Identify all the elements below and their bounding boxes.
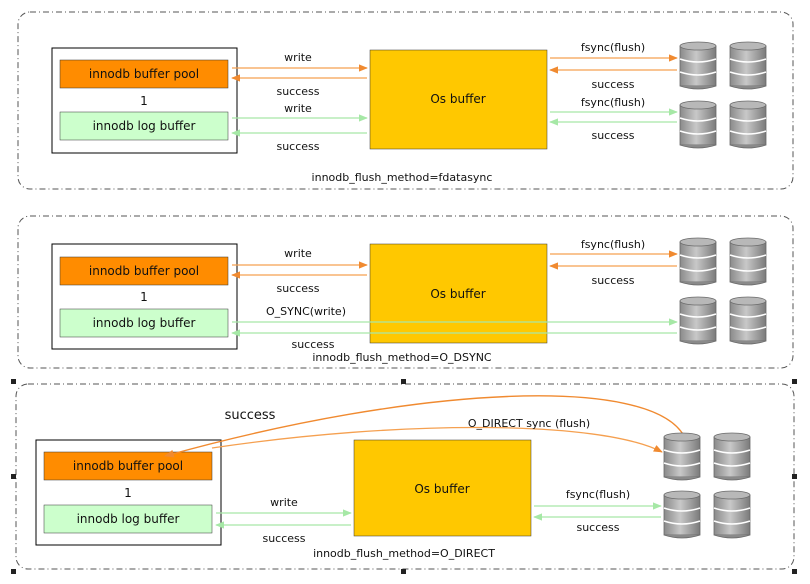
database-disk-icon (729, 41, 767, 90)
osync-write-label: O_SYNC(write) (266, 305, 346, 318)
buffer-pool-label: innodb buffer pool (73, 459, 183, 473)
os-buffer-label: Os buffer (430, 287, 485, 301)
log-buffer-box (59, 111, 229, 141)
buffer-pool-box (59, 59, 229, 89)
ratio-label: 1 (140, 290, 148, 304)
ratio-label: 1 (124, 486, 132, 500)
success-label: success (276, 282, 319, 295)
fsync-label: fsync(flush) (581, 41, 645, 54)
selection-handle (792, 474, 797, 479)
database-disk-icon (663, 490, 701, 539)
direct-sync-curve (211, 426, 663, 453)
database-disk-icon (679, 237, 717, 286)
panel-border (17, 215, 794, 369)
fsync-label: fsync(flush) (566, 488, 630, 501)
panel-border (17, 11, 794, 190)
database-disk-icon (713, 432, 751, 481)
disk-success-label: success (576, 521, 619, 534)
os-buffer-label: Os buffer (430, 92, 485, 106)
ratio-label: 1 (140, 94, 148, 108)
log-success-label: success (262, 532, 305, 545)
database-disk-icon (713, 490, 751, 539)
direct-sync-label: O_DIRECT sync (flush) (468, 417, 590, 430)
log-buffer-box (43, 504, 213, 534)
selection-handle (11, 379, 16, 384)
os-buffer-box (369, 49, 548, 150)
selection-handle (792, 569, 797, 574)
flush-method-label: innodb_flush_method=O_DSYNC (312, 351, 492, 364)
database-disk-icon (729, 296, 767, 345)
log-write-label: write (284, 102, 312, 115)
disk-success-label: success (591, 274, 634, 287)
database-disk-icon (679, 296, 717, 345)
log-buffer-label: innodb log buffer (93, 119, 196, 133)
write-label: write (284, 247, 312, 260)
selection-handle (401, 379, 406, 384)
selection-handle (401, 569, 406, 574)
selection-handle (11, 569, 16, 574)
database-disk-icon (729, 237, 767, 286)
success-label: success (276, 85, 319, 98)
log-buffer-label: innodb log buffer (77, 512, 180, 526)
disk-success-label-2: success (591, 129, 634, 142)
os-buffer-box (353, 439, 532, 537)
disk-success-label: success (591, 78, 634, 91)
flush-method-label: innodb_flush_method=fdatasync (312, 171, 493, 184)
osync-success-label: success (291, 338, 334, 351)
direct-success-label: success (225, 408, 276, 423)
log-write-label: write (270, 496, 298, 509)
fsync-label-2: fsync(flush) (581, 96, 645, 109)
buffer-pool-label: innodb buffer pool (89, 67, 199, 81)
os-buffer-box (369, 243, 548, 344)
buffer-pool-label: innodb buffer pool (89, 264, 199, 278)
panel-fdatasync: innodb buffer pool 1 innodb log buffer O… (17, 11, 794, 190)
panel-o-dsync: innodb buffer pool 1 innodb log buffer O… (17, 215, 794, 369)
buffer-pool-box (59, 256, 229, 286)
panel-o-direct: innodb buffer pool 1 innodb log buffer O… (11, 379, 797, 574)
log-buffer-box (59, 308, 229, 338)
database-disk-icon (679, 41, 717, 90)
database-disk-icon (663, 432, 701, 481)
log-success-label: success (276, 140, 319, 153)
log-buffer-label: innodb log buffer (93, 316, 196, 330)
write-label: write (284, 51, 312, 64)
database-disk-icon (729, 100, 767, 149)
selection-handle (792, 379, 797, 384)
fsync-label: fsync(flush) (581, 238, 645, 251)
buffer-pool-box (43, 451, 213, 481)
direct-success-curve (164, 395, 685, 458)
flush-method-label: innodb_flush_method=O_DIRECT (313, 547, 495, 560)
selection-handle (11, 474, 16, 479)
os-buffer-label: Os buffer (414, 482, 469, 496)
database-disk-icon (679, 100, 717, 149)
